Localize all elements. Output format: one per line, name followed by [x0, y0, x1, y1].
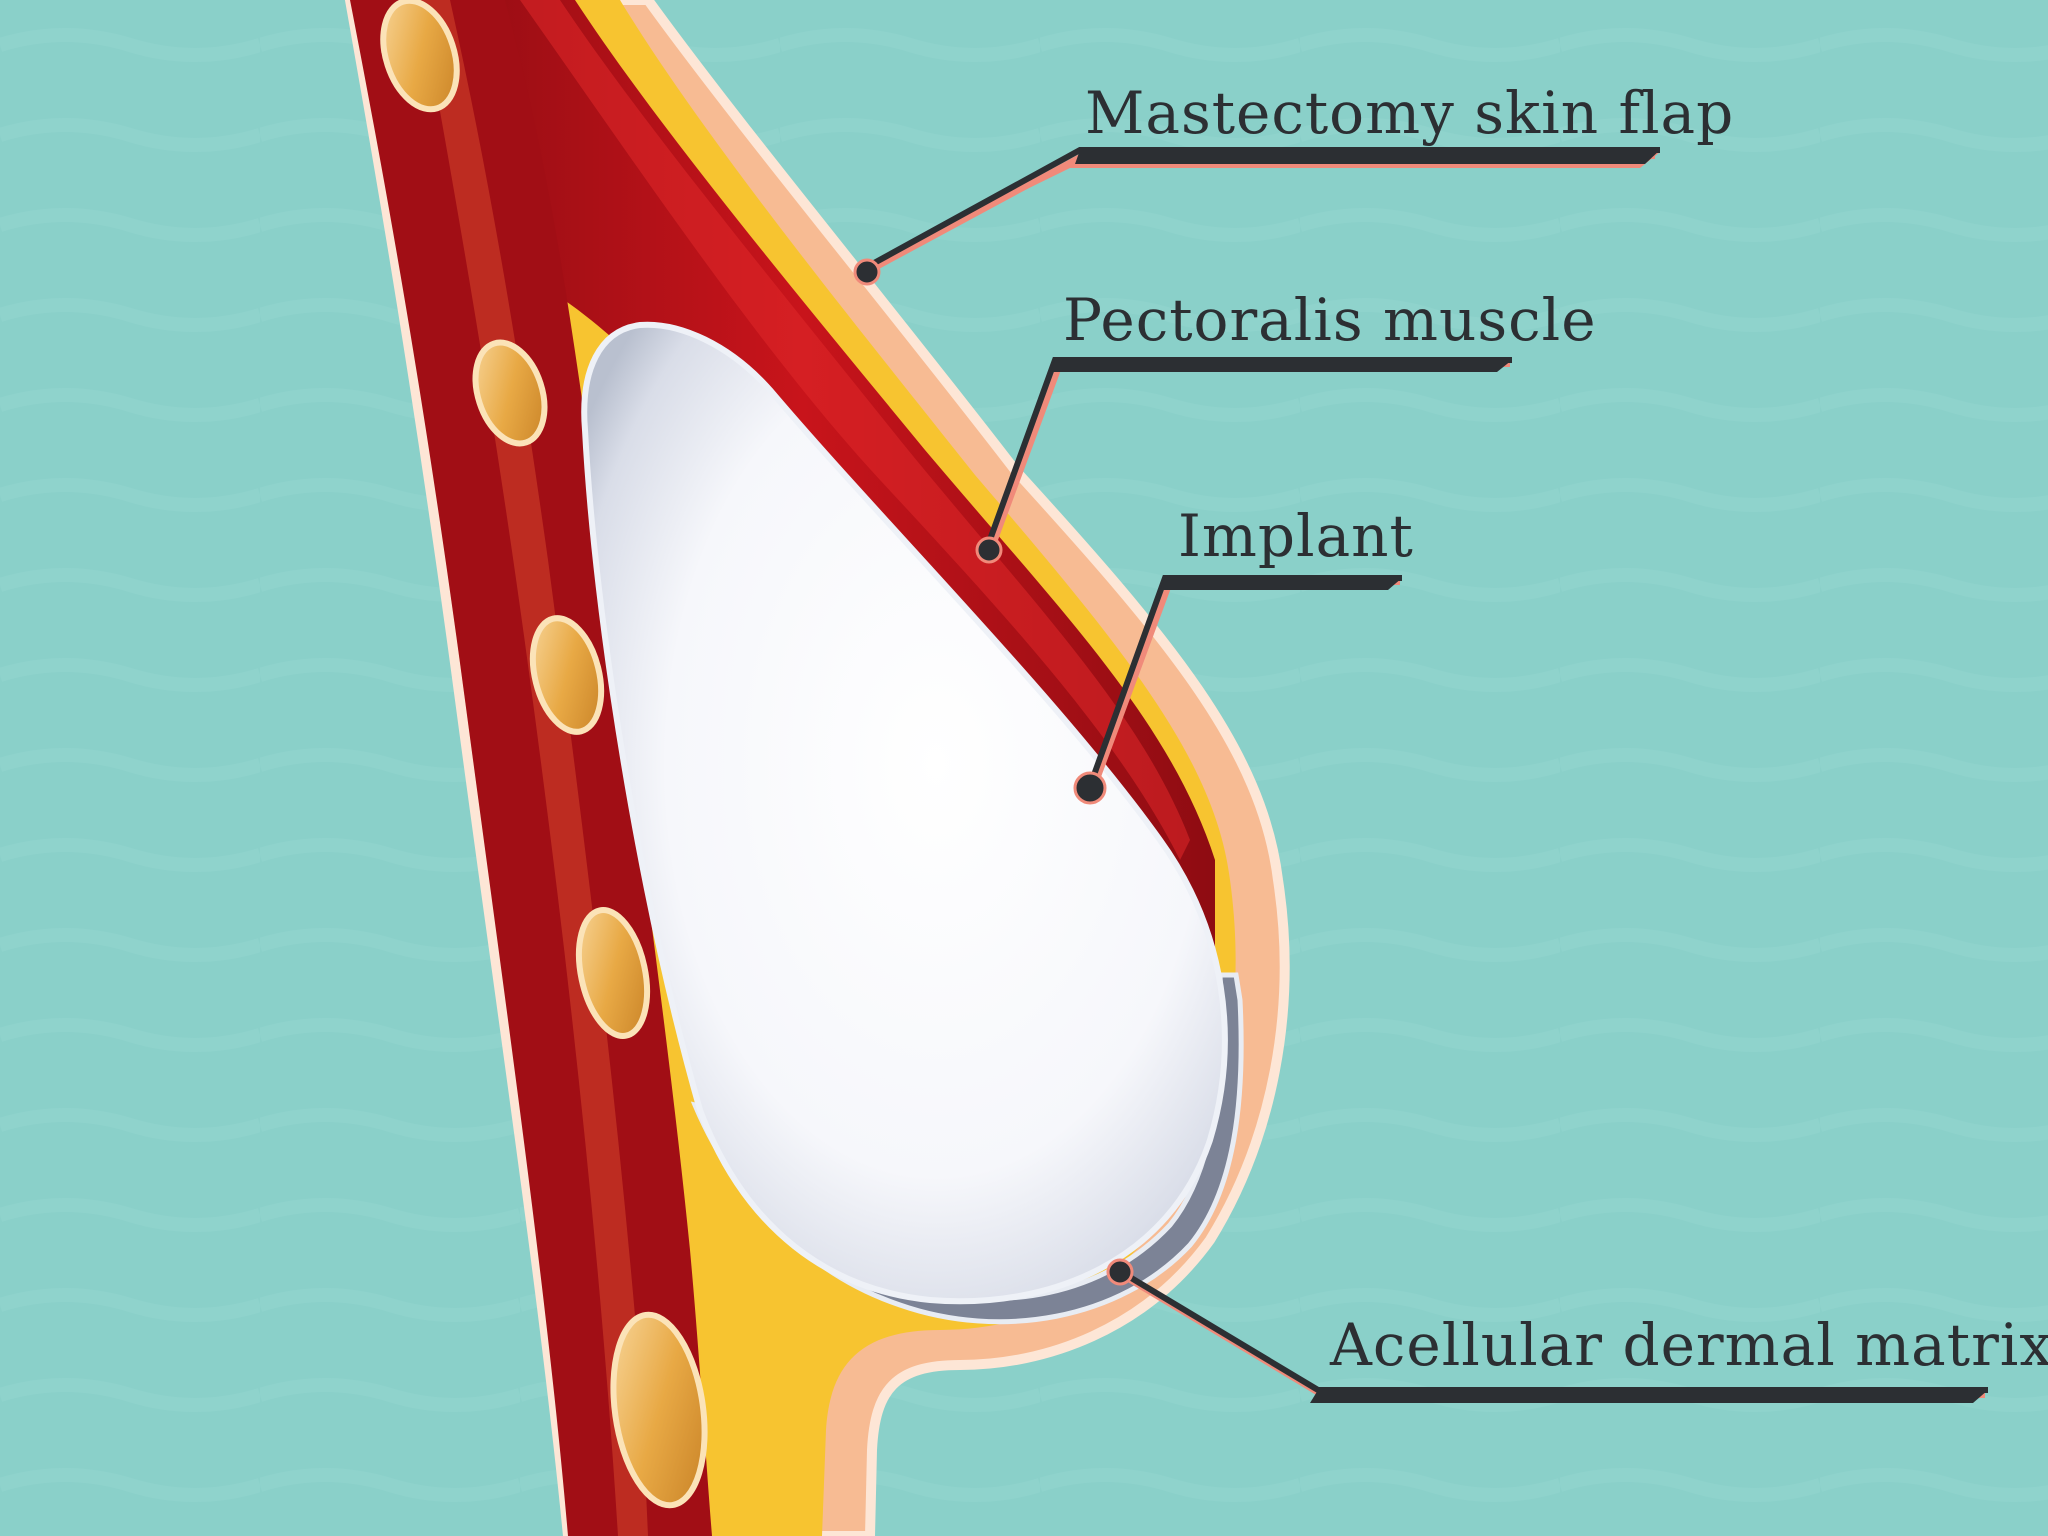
- rib-3: [529, 615, 605, 735]
- label-mastectomy-skin-flap: Mastectomy skin flap: [1085, 79, 1734, 147]
- rib-1: [380, 0, 460, 113]
- pointer-dot-skin-flap: [853, 258, 881, 286]
- chest-wall-highlight: [420, 0, 648, 1536]
- rib-5: [610, 1311, 708, 1509]
- rib-2: [472, 339, 548, 447]
- rib-4: [575, 907, 651, 1039]
- implant: [581, 321, 1228, 1305]
- chest-wall: [350, 0, 712, 1536]
- leader-pectoralis-muscle: [975, 357, 1512, 564]
- pointer-dot-pectoralis: [975, 536, 1003, 564]
- muscle-highlight: [520, 0, 1190, 860]
- label-pectoralis-muscle: Pectoralis muscle: [1063, 286, 1597, 354]
- pointer-dot-implant: [1073, 771, 1107, 805]
- pointer-dot-matrix: [1106, 1258, 1134, 1286]
- label-acellular-dermal-matrix: Acellular dermal matrix: [1329, 1311, 2048, 1379]
- leader-acellular-dermal-matrix: [1106, 1258, 1988, 1403]
- leader-implant: [1073, 575, 1402, 805]
- label-implant: Implant: [1178, 502, 1414, 570]
- leader-mastectomy-skin-flap: [853, 147, 1660, 286]
